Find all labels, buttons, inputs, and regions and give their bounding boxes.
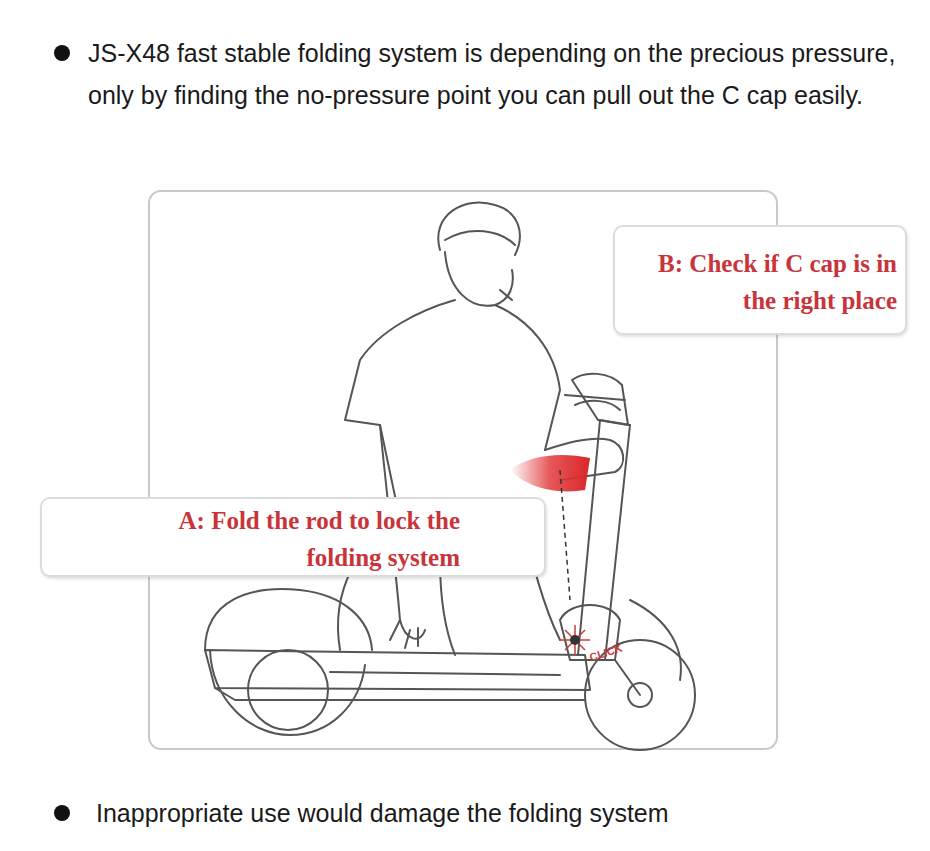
callout-text: A: Fold the rod to lock the folding syst… bbox=[130, 502, 460, 576]
bullet-dot bbox=[54, 805, 70, 821]
callout-text: B: Check if C cap is in the right place bbox=[627, 245, 897, 319]
bullet-dot bbox=[54, 45, 70, 61]
callout-box: B: Check if C cap is in the right place bbox=[613, 225, 907, 335]
click-burst bbox=[560, 625, 590, 655]
motion-highlight bbox=[510, 455, 590, 491]
callout-box: A: Fold the rod to lock the folding syst… bbox=[40, 497, 546, 577]
person-sketch bbox=[338, 202, 623, 655]
note-text: JS-X48 fast stable folding system is dep… bbox=[88, 32, 898, 116]
motion-line bbox=[560, 470, 570, 600]
warning-text: Inappropriate use would damage the foldi… bbox=[96, 792, 896, 834]
